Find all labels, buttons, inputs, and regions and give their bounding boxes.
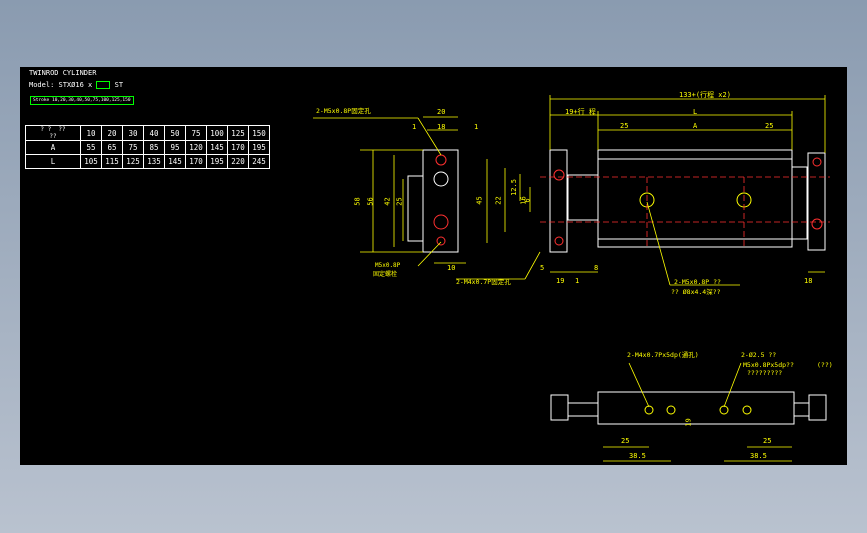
model-prefix: Model: STXØ16 x — [29, 81, 93, 89]
dim-42: 42 — [383, 197, 392, 206]
end-view — [407, 149, 459, 253]
end-view-dims — [313, 116, 458, 267]
end-view-hole-bottom — [436, 236, 446, 246]
dim-5: 5 — [540, 264, 545, 272]
rod-housing — [567, 174, 599, 221]
cylinder-body — [597, 149, 793, 248]
model-label: Model: STXØ16 x ST — [29, 81, 123, 89]
note-m5-side: 2-M5x0.8P ?? — [674, 278, 721, 286]
cad-geometry — [313, 95, 830, 462]
note-question: ????????? — [747, 369, 783, 377]
table-cell: 135 — [143, 154, 165, 169]
bottom-view — [550, 391, 827, 425]
end-view-port — [407, 175, 424, 242]
dim-56: 56 — [366, 197, 375, 206]
dim-25a: 25 — [620, 122, 629, 130]
dim-19b: 19 — [556, 277, 565, 285]
spec-table: ? ? ?? ?? 10 20 30 40 50 75 100 125 150 … — [25, 125, 270, 169]
dim-18: 18 — [437, 123, 446, 131]
end-view-hole-top — [435, 154, 447, 166]
end-view-bore-2 — [433, 214, 449, 230]
drawing-canvas: TWINROD CYLINDER Model: STXØ16 x ST Stro… — [20, 67, 847, 465]
end-view-bore — [433, 171, 449, 187]
dim-133: 133+(行程 x2) — [679, 91, 731, 99]
bottom-rod-left — [567, 402, 599, 417]
right-end-plate — [807, 152, 826, 251]
bottom-rod-right — [793, 402, 810, 417]
note-m5: M5x0.8P — [375, 262, 401, 269]
dim-25c: 25 — [621, 437, 630, 445]
table-row: L 105 115 125 135 145 170 195 220 245 — [25, 154, 270, 169]
dim-19-stroke: 19+行 程 — [565, 108, 596, 116]
drawing-title: TWINROD CYLINDER — [29, 69, 97, 77]
stroke-values: 10,20,30,40,50,75,100,125,150 — [51, 98, 131, 103]
stroke-label: Stroke — [33, 98, 50, 103]
dim-18b: 18 — [804, 277, 813, 285]
side-view — [549, 149, 826, 253]
dim-22: 22 — [494, 196, 503, 205]
dim-1b: 1 — [474, 123, 479, 131]
note-m5-depth: M5x0.8Px5dp?? — [743, 361, 794, 369]
dim-25: 25 — [395, 197, 404, 206]
dim-10: 10 — [447, 264, 456, 272]
stroke-list-box: Stroke 10,20,30,40,50,75,100,125,150 — [30, 96, 134, 105]
dim-19c: 19 — [684, 418, 693, 427]
dim-1a: 1 — [412, 123, 417, 131]
center-lines — [540, 176, 830, 247]
bottom-left-plate — [550, 394, 569, 421]
bottom-right-plate — [808, 394, 827, 421]
dim-38-5a: 38.5 — [629, 452, 646, 460]
dim-8: 8 — [594, 264, 599, 272]
dim-12-5: 12.5 — [509, 179, 518, 196]
table-cell: 245 — [248, 154, 270, 169]
dim-45: 45 — [475, 196, 484, 205]
dim-25b: 25 — [765, 122, 774, 130]
note-m4-fix-hole: 2-M4x0.7P固定孔 — [456, 278, 511, 286]
note-counterbore: ?? Ø8x4.4深?? — [671, 288, 721, 296]
side-view-dims — [456, 95, 826, 286]
dim-1c: 1 — [575, 277, 580, 285]
left-end-plate — [549, 149, 568, 253]
bottom-body — [597, 391, 795, 425]
note-paren: (??) — [817, 361, 833, 369]
dim-38-5b: 38.5 — [750, 452, 767, 460]
table-row-label: L — [25, 154, 81, 169]
dim-25d: 25 — [763, 437, 772, 445]
model-box — [96, 81, 111, 89]
model-suffix: ST — [114, 81, 124, 89]
note-m4-through: 2-M4x0.7Px5dp(通孔) — [627, 351, 699, 359]
dim-58: 58 — [353, 197, 362, 206]
note-fix-bolt: 固定螺栓 — [373, 271, 398, 278]
note-m5-fix-hole: 2-M5x0.8P固定孔 — [316, 107, 371, 115]
bottom-view-dims — [603, 362, 792, 462]
dim-L: L — [693, 108, 698, 116]
table-cell: 145 — [164, 154, 186, 169]
dim-20: 20 — [437, 108, 446, 116]
note-pin-hole: 2-Ø2.5 ?? — [741, 351, 777, 359]
dim-6: 6 — [523, 198, 532, 203]
dim-A: A — [693, 122, 698, 130]
rear-cap — [791, 166, 808, 240]
